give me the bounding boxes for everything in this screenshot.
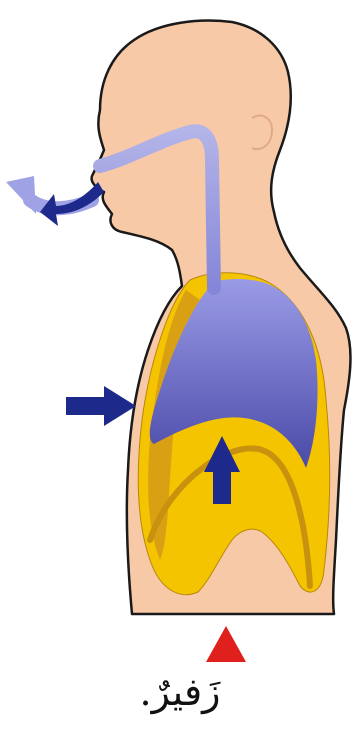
red-marker-triangle <box>206 626 246 662</box>
exhaled-air-arrow-head <box>6 176 36 214</box>
diagram-caption: زَفيرٌ. <box>0 668 360 716</box>
chest-compression-arrow-icon <box>66 386 136 426</box>
